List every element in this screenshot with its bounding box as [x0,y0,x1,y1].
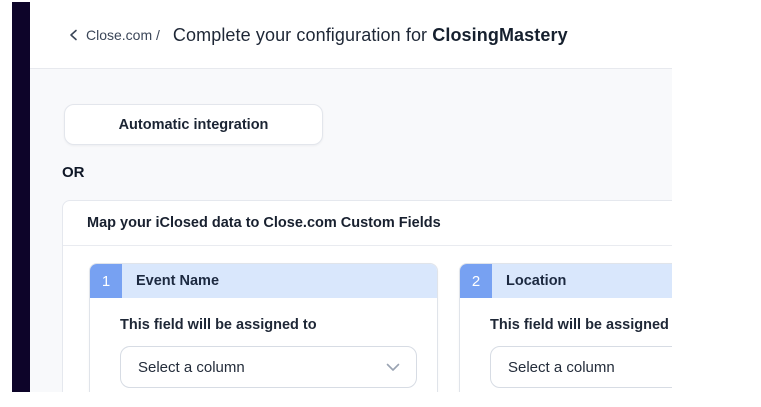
mapping-card-header: Map your iClosed data to Close.com Custo… [63,201,672,246]
configuration-section: Automatic integration OR Map your iClose… [30,69,672,392]
breadcrumb-label: Close.com / [86,27,160,43]
mapping-fields-row: 1 Event Name This field will be assigned… [63,246,672,392]
field-header: 1 Event Name [90,264,437,298]
main-content: Close.com / Complete your configuration … [30,2,672,392]
field-card-event-name: 1 Event Name This field will be assigned… [89,263,438,392]
chevron-left-icon [68,29,79,41]
page-title-prefix: Complete your configuration for [172,24,433,45]
page-title-app-name: ClosingMastery [432,24,568,45]
field-name-label: Event Name [136,273,220,289]
sidebar-strip [12,2,30,392]
mapping-card: Map your iClosed data to Close.com Custo… [62,200,672,392]
assign-label: This field will be assigned to [120,317,317,333]
page-title: Complete your configuration for ClosingM… [173,25,568,46]
field-number-badge: 2 [460,264,492,298]
automatic-integration-label: Automatic integration [118,116,269,133]
field-number-badge: 1 [90,264,122,298]
field-name-label: Location [506,273,567,289]
app-screenshot-region: Close.com / Complete your configuration … [12,2,672,392]
chevron-down-icon [386,363,400,372]
breadcrumb-back-link[interactable]: Close.com / [68,27,160,43]
topbar: Close.com / Complete your configuration … [30,2,672,69]
select-placeholder: Select a column [138,358,245,376]
field-header: 2 Location [460,264,672,298]
select-column-dropdown[interactable]: Select a column [120,346,417,388]
field-body: This field will be assigned to Select a … [90,298,437,388]
field-body: This field will be assigned to Select a … [460,298,672,388]
select-column-dropdown[interactable]: Select a column [490,346,672,388]
automatic-integration-button[interactable]: Automatic integration [64,104,323,145]
mapping-card-title: Map your iClosed data to Close.com Custo… [87,215,441,231]
assign-label: This field will be assigned to [490,317,672,333]
field-card-location: 2 Location This field will be assigned t… [459,263,672,392]
or-separator: OR [62,164,85,181]
select-placeholder: Select a column [508,358,615,376]
